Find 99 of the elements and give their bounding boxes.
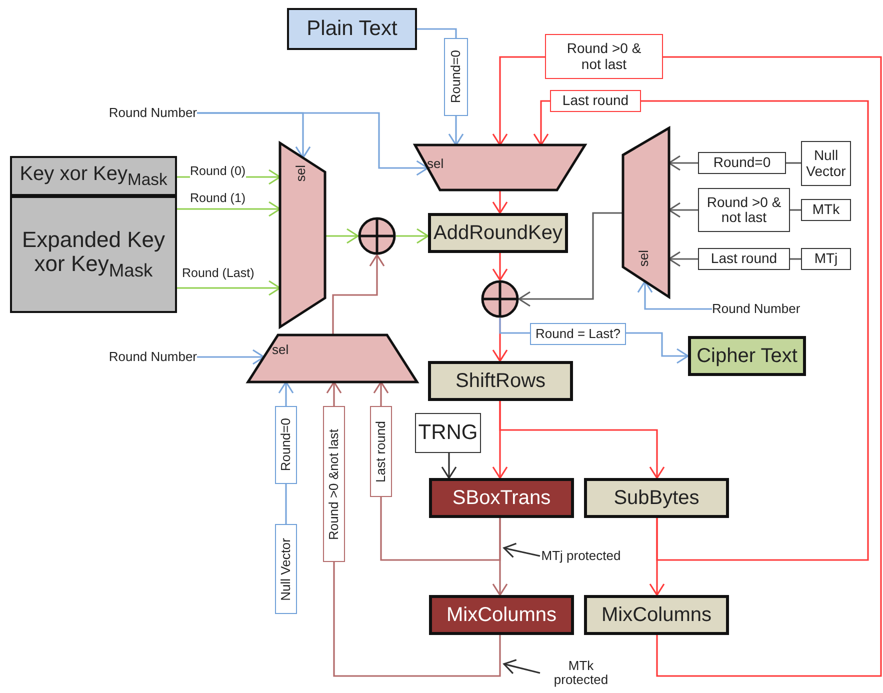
arrow bbox=[533, 100, 550, 146]
arrow bbox=[492, 56, 545, 146]
condition-label-box bbox=[444, 38, 468, 116]
box-label: Round = Last? bbox=[536, 326, 620, 342]
leader-line bbox=[503, 542, 540, 558]
arrow bbox=[492, 518, 508, 596]
select-label: sel bbox=[427, 157, 444, 172]
signal-label: Round Number bbox=[108, 350, 197, 364]
box-label: Null Vector bbox=[278, 538, 294, 600]
box-label: Round=0 bbox=[713, 155, 771, 171]
input-box bbox=[287, 8, 417, 50]
arrow bbox=[278, 381, 294, 406]
box-label: Round=0 bbox=[448, 50, 464, 104]
signal-label: MTk protected bbox=[552, 658, 610, 688]
condition-label-box bbox=[550, 90, 641, 112]
key-box bbox=[10, 196, 177, 313]
connector-line bbox=[285, 484, 287, 524]
output-box bbox=[688, 336, 806, 376]
arrow bbox=[448, 116, 464, 146]
arrow bbox=[325, 228, 359, 244]
box-label: Cipher Text bbox=[696, 345, 798, 367]
condition-label-box bbox=[275, 406, 297, 484]
arrow bbox=[492, 253, 508, 281]
process-box bbox=[429, 478, 574, 518]
condition-label-box bbox=[323, 406, 345, 562]
select-label: sel bbox=[294, 165, 308, 182]
connector-line bbox=[417, 28, 457, 38]
arrow bbox=[637, 280, 712, 310]
box-label: Key xor Key$_{Mask}$ bbox=[20, 162, 168, 190]
arrow bbox=[441, 453, 457, 479]
key-box bbox=[10, 156, 177, 196]
box-label: SubBytes bbox=[614, 487, 700, 509]
condition-label-box bbox=[545, 34, 663, 79]
box-label: Null Vector bbox=[805, 148, 847, 179]
connector-line bbox=[641, 100, 869, 561]
value-box bbox=[698, 188, 790, 232]
arrow bbox=[332, 254, 385, 335]
arrow bbox=[668, 202, 698, 218]
box-label: ShiftRows bbox=[455, 370, 546, 392]
value-box bbox=[415, 413, 481, 453]
box-label: Expanded Key xor Key$_{Mask}$ bbox=[20, 228, 166, 281]
process-box bbox=[428, 361, 573, 401]
arrow bbox=[668, 251, 698, 267]
value-box bbox=[801, 248, 851, 270]
arrow bbox=[492, 190, 508, 214]
box-label: Round >0 & not last bbox=[566, 41, 642, 72]
edge-label: Round (1) bbox=[190, 192, 246, 206]
box-label: Last round bbox=[710, 251, 778, 267]
box-label: TRNG bbox=[418, 421, 478, 445]
box-label: MTj bbox=[814, 251, 838, 267]
box-label: MixColumns bbox=[446, 604, 557, 626]
value-box bbox=[801, 141, 851, 186]
connector-line bbox=[333, 562, 501, 677]
box-label: Last round bbox=[374, 420, 388, 482]
signal-label: Round Number bbox=[712, 302, 800, 316]
box-label: AddRoundKey bbox=[434, 222, 562, 244]
arrow bbox=[396, 228, 429, 244]
box-label: MTk bbox=[812, 202, 840, 218]
arrow bbox=[518, 212, 623, 307]
leader-line bbox=[503, 659, 540, 674]
arrow bbox=[177, 280, 281, 296]
box-label: Round >0 &not last bbox=[326, 428, 342, 540]
arrow bbox=[649, 518, 665, 596]
box-label: Round=0 bbox=[278, 418, 294, 472]
signal-label: Round Number bbox=[108, 106, 197, 120]
arrow bbox=[668, 155, 698, 171]
box-label: Last round bbox=[562, 93, 629, 109]
connector-line bbox=[380, 497, 501, 561]
box-label: SBoxTrans bbox=[452, 487, 551, 509]
box-label: Round >0 & not last bbox=[706, 194, 782, 226]
edge-label: Round (0) bbox=[190, 165, 246, 179]
arrow bbox=[197, 349, 265, 365]
value-box bbox=[698, 152, 786, 174]
arrow bbox=[197, 112, 429, 176]
connector-line bbox=[656, 56, 882, 677]
process-box bbox=[428, 213, 568, 253]
process-box bbox=[584, 478, 729, 518]
arrow bbox=[177, 201, 281, 217]
connector-line bbox=[499, 318, 530, 334]
condition-label-box bbox=[370, 406, 392, 497]
value-box bbox=[698, 248, 790, 270]
arrow bbox=[326, 381, 342, 406]
arrow bbox=[626, 332, 689, 364]
box-label: MixColumns bbox=[601, 604, 712, 626]
connector-line bbox=[790, 258, 801, 260]
select-label: sel bbox=[272, 343, 289, 358]
condition-label-box bbox=[275, 524, 297, 614]
select-label: sel bbox=[637, 250, 652, 267]
connector-line bbox=[790, 209, 801, 211]
arrow bbox=[373, 381, 389, 406]
box-label: Plain Text bbox=[306, 17, 398, 41]
value-box bbox=[801, 199, 851, 221]
signal-label: MTj protected bbox=[541, 548, 621, 564]
connector-line bbox=[786, 162, 801, 164]
process-box bbox=[584, 595, 729, 635]
condition-label-box bbox=[530, 323, 626, 345]
process-box bbox=[429, 595, 574, 635]
arrow bbox=[499, 401, 665, 479]
edge-label: Round (Last) bbox=[182, 267, 254, 281]
